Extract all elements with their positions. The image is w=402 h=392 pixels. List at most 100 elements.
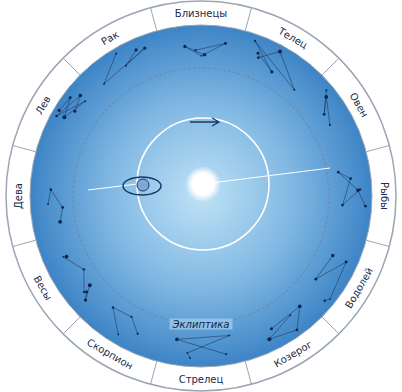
star: [79, 94, 83, 98]
zodiac-ring: [6, 1, 396, 391]
star: [136, 333, 138, 335]
earth-marker: [123, 177, 161, 195]
star: [200, 55, 202, 57]
star: [50, 188, 53, 191]
constellation-line: [324, 90, 330, 125]
star: [47, 203, 49, 205]
star: [267, 337, 271, 341]
ring-dividers: [13, 8, 390, 385]
star: [278, 49, 282, 53]
ring-divider: [322, 58, 339, 75]
star: [364, 205, 367, 208]
star: [130, 316, 132, 318]
star: [203, 53, 206, 56]
star: [88, 283, 92, 287]
star: [257, 52, 260, 55]
ring-divider: [322, 317, 339, 334]
star: [293, 89, 295, 91]
star: [298, 304, 302, 308]
star: [189, 357, 191, 359]
sky-disc: [30, 25, 372, 367]
earth-orbit: [137, 118, 269, 250]
star: [58, 220, 62, 224]
star: [62, 256, 64, 258]
ring-divider: [366, 240, 389, 246]
star: [103, 83, 105, 85]
star: [345, 261, 348, 264]
star: [65, 255, 69, 259]
ring-divider: [151, 8, 157, 31]
star: [112, 306, 114, 308]
star: [323, 113, 326, 116]
ring-divider: [245, 8, 251, 31]
zodiac-sign-name: Стрелец: [179, 374, 224, 385]
ring-divider: [63, 317, 80, 334]
ring-divider: [13, 240, 36, 246]
star: [85, 290, 88, 293]
earth: [137, 179, 149, 191]
ring-divider: [13, 146, 36, 152]
zodiac-sign-name: Рыбы: [379, 182, 390, 210]
star: [225, 353, 227, 355]
constellation-line: [63, 257, 90, 300]
star: [337, 171, 340, 174]
star: [329, 124, 331, 126]
star: [73, 110, 76, 113]
star: [115, 53, 117, 55]
star: [69, 96, 72, 99]
star: [356, 188, 360, 192]
star: [224, 42, 227, 45]
star: [349, 177, 352, 180]
constellation-line: [113, 308, 138, 335]
star: [62, 115, 66, 119]
star: [84, 100, 86, 102]
star: [143, 46, 146, 49]
star: [125, 65, 127, 67]
star: [83, 291, 85, 293]
ring-divider: [366, 146, 389, 152]
ring-divider: [245, 361, 251, 384]
star: [117, 334, 119, 336]
constellation-line: [48, 190, 63, 222]
ring-divider: [63, 58, 80, 75]
constellations: [47, 40, 367, 359]
zodiac-sign-name: Дева: [13, 183, 24, 209]
star: [175, 338, 179, 342]
star: [183, 45, 186, 48]
star: [61, 206, 64, 209]
direction-arrow: [190, 118, 219, 126]
star: [84, 298, 87, 301]
constellation-line: [104, 48, 145, 84]
ring-divider: [151, 361, 157, 384]
ecliptic-circle: [73, 68, 329, 324]
star: [228, 334, 230, 336]
star: [83, 268, 85, 270]
star: [57, 109, 60, 112]
sun: [195, 176, 211, 192]
ecliptic-label: Эклиптика: [170, 319, 233, 330]
constellation-line: [338, 172, 365, 206]
sun-ray: [203, 168, 330, 184]
star: [289, 314, 291, 316]
sun-ray: [88, 184, 137, 190]
star: [270, 70, 273, 73]
constellation-line: [177, 335, 229, 357]
star: [134, 48, 137, 51]
star: [323, 300, 325, 302]
zodiac-sign-name: Близнецы: [175, 8, 227, 19]
star: [296, 329, 299, 332]
sun-glow: [185, 166, 221, 202]
constellation-line: [269, 306, 299, 339]
constellation-line: [57, 96, 86, 118]
star: [254, 40, 256, 42]
star: [329, 298, 331, 300]
star: [270, 327, 273, 330]
star: [257, 56, 260, 59]
star: [331, 254, 334, 257]
star: [186, 352, 188, 354]
star: [324, 95, 328, 99]
constellation-line: [316, 256, 346, 301]
star: [325, 89, 327, 91]
constellation-line: [185, 43, 226, 55]
